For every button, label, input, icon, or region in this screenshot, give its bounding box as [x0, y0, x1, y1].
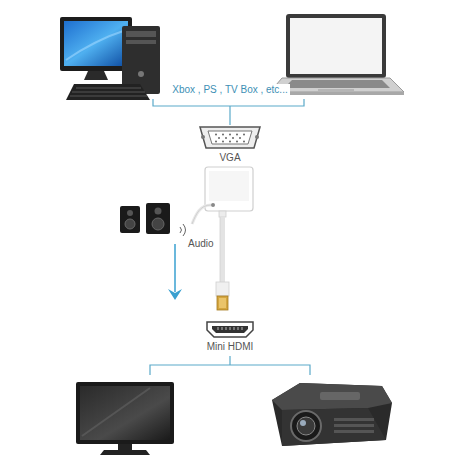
vga-connector: [200, 127, 260, 148]
port-label: Mini HDMI: [205, 341, 256, 353]
mini-hdmi-connector: [207, 322, 253, 337]
laptop: [270, 14, 404, 95]
projector: [272, 383, 392, 446]
port-label: VGA: [217, 152, 242, 164]
audio-symbol: [180, 224, 186, 236]
monitor: [76, 382, 174, 455]
device-list-label: Xbox , PS , TV Box , etc...: [170, 84, 289, 96]
speakers: [120, 203, 170, 234]
bracket-line: [150, 356, 310, 375]
bracket-line: [153, 99, 304, 125]
direction-arrow: [168, 244, 182, 300]
desktop-computer: [60, 17, 160, 100]
audio-label: Audio: [186, 238, 216, 250]
